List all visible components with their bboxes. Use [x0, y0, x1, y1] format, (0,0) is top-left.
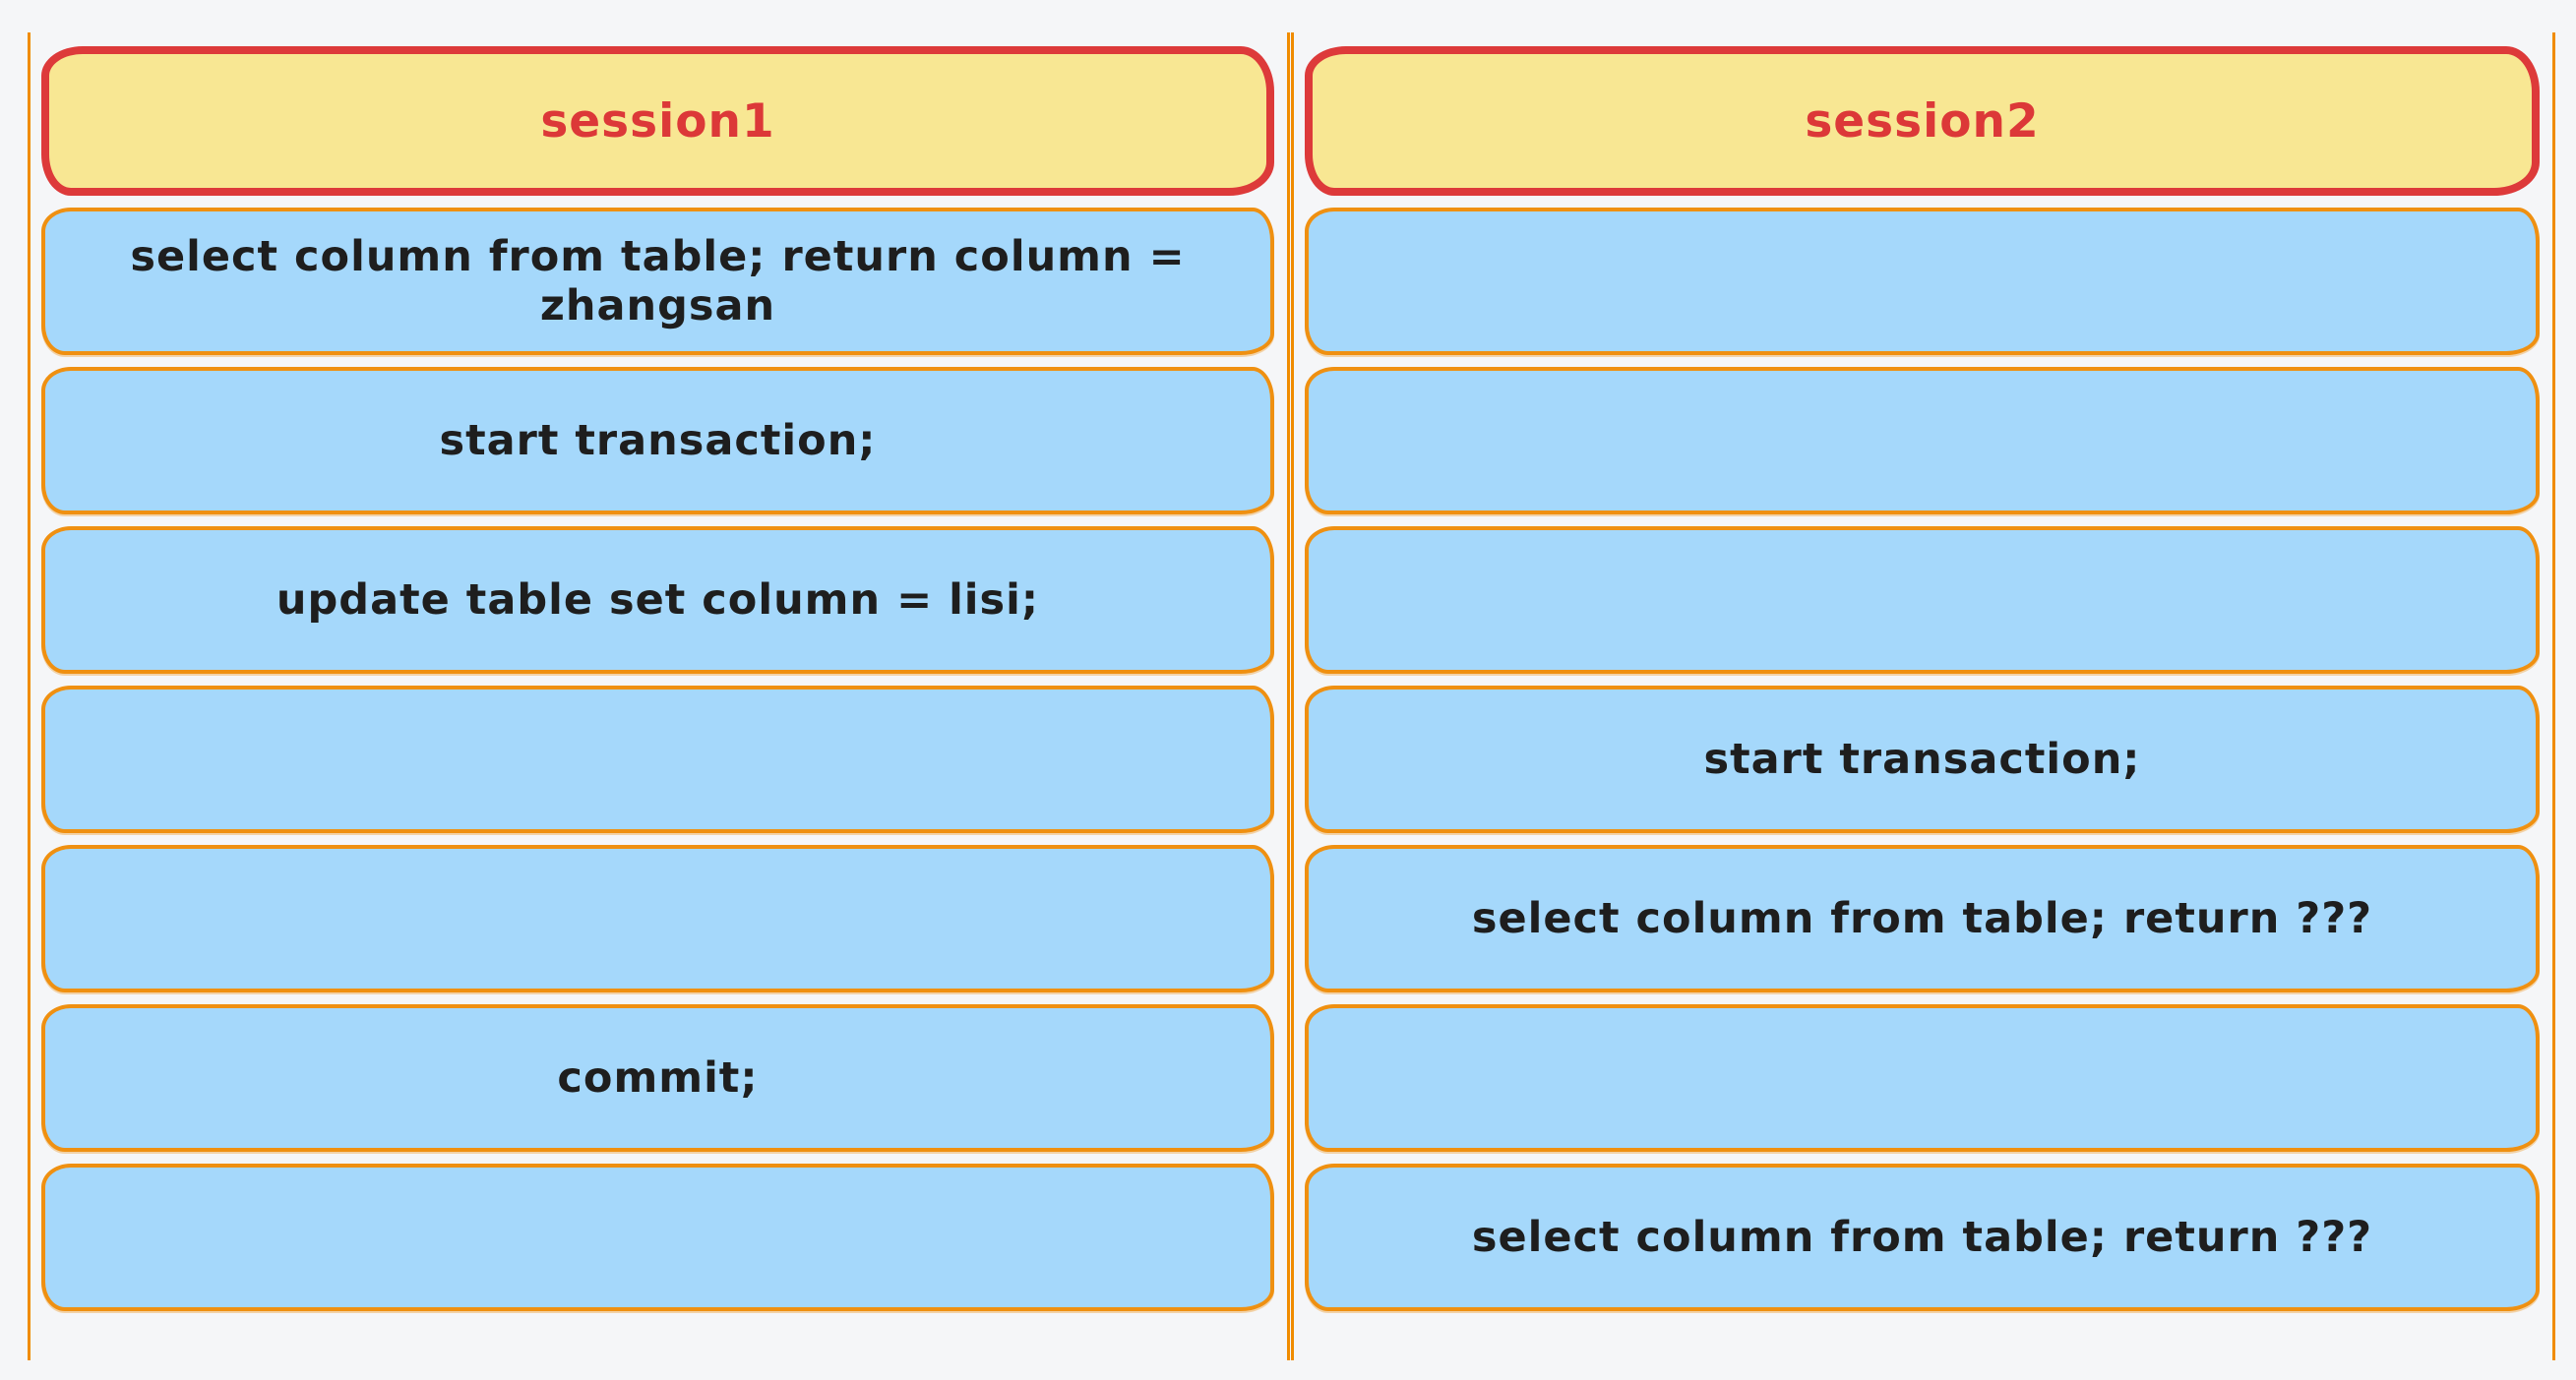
session2-step-start-transaction: start transaction; — [1305, 686, 2540, 833]
session2-step-select-2: select column from table; return ??? — [1305, 1164, 2540, 1311]
session2-step-empty-4 — [1305, 1004, 2540, 1152]
swimlane-session2: session2 start transaction; select colum… — [1291, 32, 2555, 1360]
session2-step-empty-3 — [1305, 526, 2540, 674]
session1-step-empty-2 — [41, 845, 1274, 992]
session1-header: session1 — [41, 46, 1274, 196]
session1-step-start-transaction: start transaction; — [41, 367, 1274, 514]
session2-header-label: session2 — [1805, 93, 2040, 149]
session1-step-empty-1 — [41, 686, 1274, 833]
session2-header: session2 — [1305, 46, 2540, 196]
session1-header-label: session1 — [540, 93, 775, 149]
session1-step-commit: commit; — [41, 1004, 1274, 1152]
session1-step-select-initial: select column from table; return column … — [41, 208, 1274, 355]
statement-text: select column from table; return ??? — [1471, 1213, 2373, 1262]
session2-step-empty-2 — [1305, 367, 2540, 514]
swimlane-session1: session1 select column from table; retur… — [28, 32, 1290, 1360]
session1-step-empty-3 — [41, 1164, 1274, 1311]
statement-text: update table set column = lisi; — [276, 575, 1040, 625]
session2-step-select-1: select column from table; return ??? — [1305, 845, 2540, 992]
statement-text: start transaction; — [439, 416, 877, 465]
statement-text: select column from table; return column … — [130, 232, 1186, 330]
session2-step-empty-1 — [1305, 208, 2540, 355]
statement-text: commit; — [557, 1053, 759, 1103]
statement-text: start transaction; — [1703, 735, 2141, 784]
statement-text: select column from table; return ??? — [1471, 894, 2373, 943]
session1-step-update: update table set column = lisi; — [41, 526, 1274, 674]
